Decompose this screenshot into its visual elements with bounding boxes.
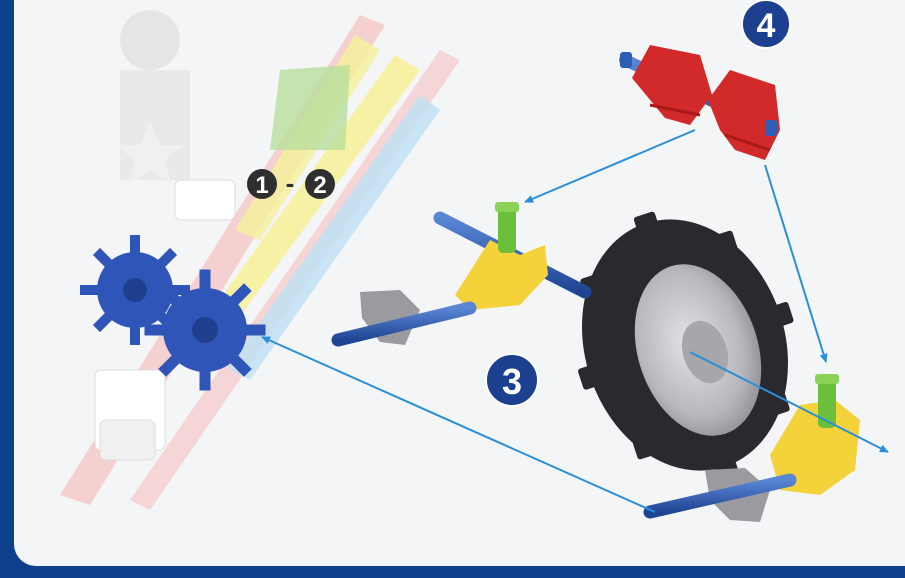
- step-3-badge: 3: [486, 354, 538, 406]
- blue-gear-lower: [150, 275, 260, 385]
- steps-1-2-badge: 1 - 2: [247, 168, 335, 199]
- middle-axle-assembly: [338, 202, 585, 345]
- step-3-label: 3: [502, 361, 522, 402]
- faded-background-figure: [115, 10, 190, 185]
- step-2-label: 2: [313, 172, 326, 199]
- green-peg-middle: [498, 205, 516, 253]
- step-4-badge: 4: [742, 0, 790, 48]
- red-connector-rod-assembly: [620, 45, 780, 160]
- step-range-dash: -: [286, 168, 295, 198]
- step-1-label: 1: [255, 172, 268, 199]
- arrow-red-to-middle-peg: [525, 130, 695, 202]
- step-4-label: 4: [757, 7, 776, 45]
